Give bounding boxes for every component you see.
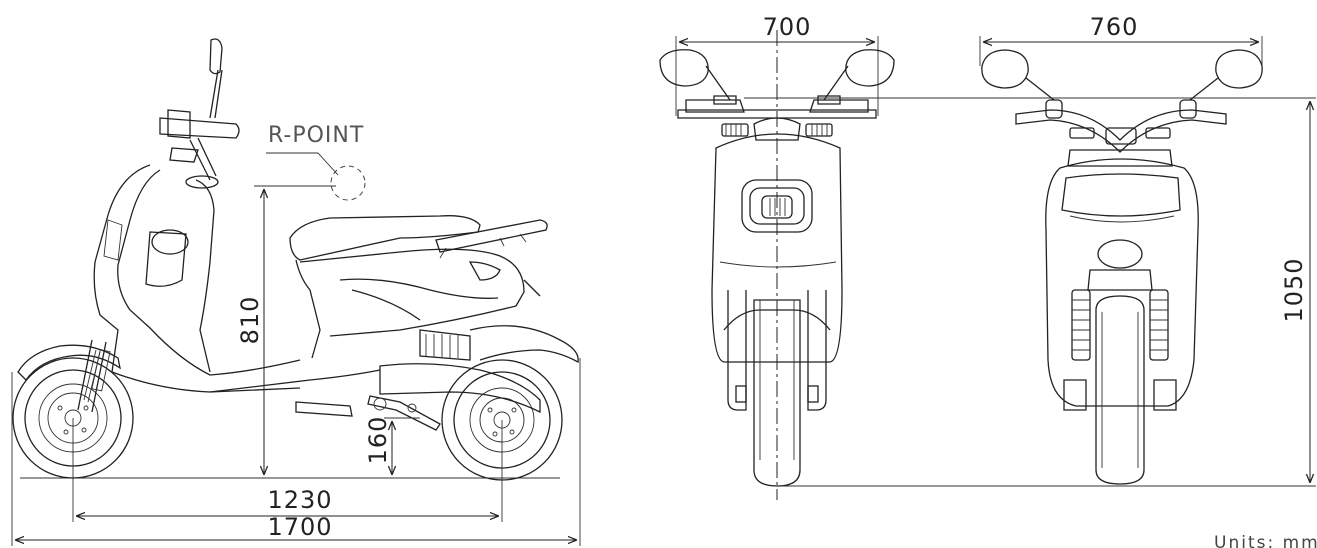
- r-point-label: R-POINT: [268, 123, 364, 148]
- rear-view: 760: [979, 13, 1310, 485]
- seat-height-label: 810: [236, 296, 264, 345]
- front-width-label: 700: [763, 13, 812, 41]
- units-note: Units: mm: [1214, 533, 1317, 548]
- r-point-leader: [266, 152, 339, 176]
- side-view: R-POINT 810 160 1230 1700: [11, 38, 581, 546]
- rear-width-label: 760: [1090, 13, 1139, 41]
- wheelbase-label: 1230: [267, 486, 332, 514]
- ground-clearance-label: 160: [364, 416, 392, 465]
- overall-length-label: 1700: [267, 513, 332, 541]
- overall-height-label: 1050: [1280, 257, 1308, 322]
- r-point-circle: [330, 165, 366, 201]
- front-view: 700: [659, 13, 1316, 500]
- rear-shock-right: [1149, 289, 1169, 361]
- rear-shock-left: [1071, 289, 1091, 361]
